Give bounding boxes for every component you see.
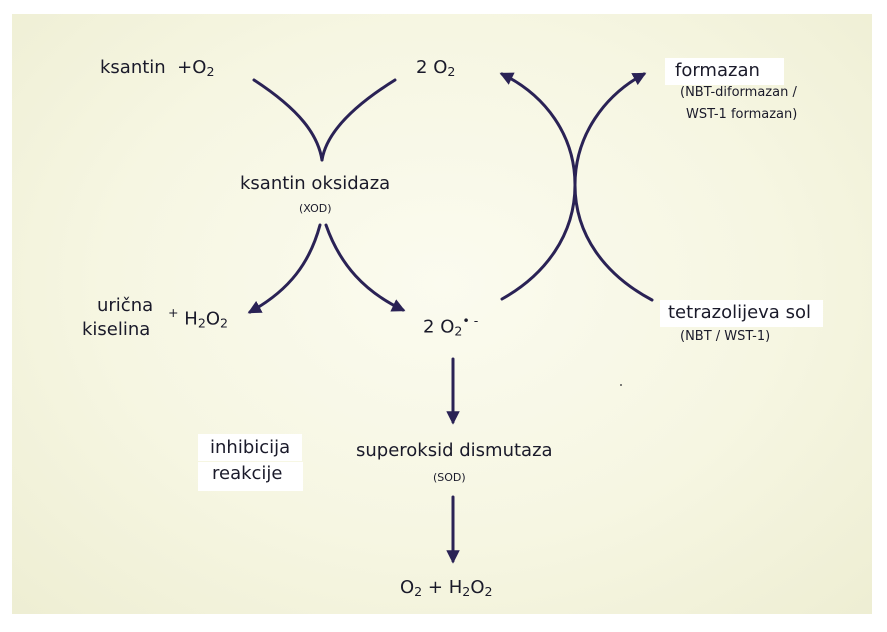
plus-sign: + <box>427 577 444 598</box>
arrow-superoxide-to-o2 <box>499 72 577 301</box>
subscript: 2 <box>462 584 471 600</box>
oxygen-symbol: O <box>400 577 415 598</box>
curve-ksantin-to-xod <box>252 78 324 162</box>
stray-dot <box>620 384 622 386</box>
hydrogen-symbol: H <box>448 577 463 598</box>
label-sod-abbr: (SOD) <box>433 471 466 484</box>
coefficient: 2 <box>423 316 435 338</box>
label-xod-name: ksantin oksidaza <box>240 173 391 194</box>
label-uric-acid-2: kiselina <box>82 319 151 340</box>
label-tetrazolium-abbr: (NBT / WST-1) <box>680 329 771 344</box>
oxygen-symbol: O <box>470 577 485 598</box>
hydrogen-symbol: H <box>184 308 198 330</box>
label-uric-acid-1: urična <box>97 295 154 316</box>
label-final-products: O2 + H2O2 <box>400 577 493 600</box>
ksantin-text: ksantin <box>100 57 166 78</box>
oxygen-symbol: O <box>205 308 221 330</box>
subscript: 2 <box>414 584 423 600</box>
label-formazan: formazan <box>665 58 784 85</box>
label-formazan-detail-1: (NBT-diformazan / <box>680 85 797 100</box>
arrow-tetrazolium-to-formazan <box>573 72 654 302</box>
label-inhibition-2: reakcije <box>198 462 303 491</box>
oxygen-symbol: O <box>440 316 455 338</box>
arrow-xod-to-uric-acid <box>247 223 322 314</box>
label-superoxide: 2 O2• - <box>423 313 479 339</box>
oxygen-symbol: O <box>433 57 448 78</box>
radical-anion-mark: • - <box>462 313 479 328</box>
label-xod-abbr: (XOD) <box>299 202 332 215</box>
subscript: 2 <box>220 315 229 331</box>
subscript: 2 <box>206 64 215 80</box>
curve-o2-to-xod <box>320 78 397 162</box>
label-formazan-detail-2: WST-1 formazan) <box>686 107 798 122</box>
coefficient: 2 <box>416 57 428 78</box>
subscript: 2 <box>197 315 206 331</box>
plus-sign: + <box>177 57 193 78</box>
label-inhibition-1: inhibicija <box>198 434 303 461</box>
subscript: 2 <box>447 64 456 80</box>
subscript: 2 <box>454 323 463 339</box>
label-tetrazolium: tetrazolijeva sol <box>660 300 823 327</box>
label-2-o2: 2 O2 <box>416 57 456 80</box>
label-ksantin-o2: ksantin +O2 <box>100 57 215 80</box>
arrow-xod-to-superoxide <box>324 223 406 312</box>
plus-sign: + <box>168 305 179 320</box>
subscript: 2 <box>484 584 493 600</box>
label-sod-name: superoksid dismutaza <box>356 440 553 461</box>
label-h2o2-left: + H2O2 <box>168 305 229 331</box>
oxygen-symbol: O <box>192 57 207 78</box>
